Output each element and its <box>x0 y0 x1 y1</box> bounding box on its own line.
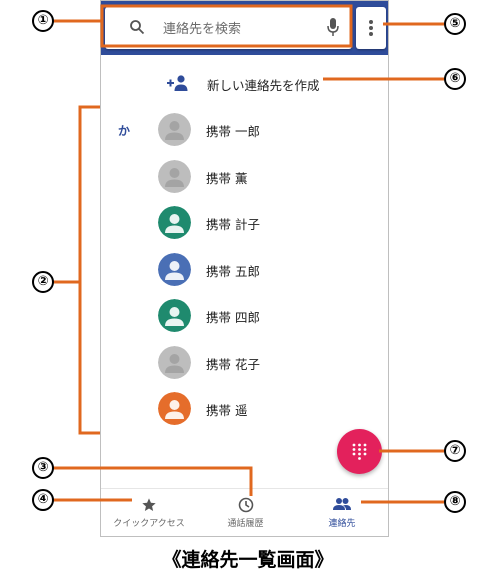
callout-7: ⑦ <box>444 440 466 462</box>
callout-3: ③ <box>32 457 54 479</box>
index-letter: か <box>118 124 131 138</box>
bottom-navigation: クイックアクセス 通話履歴 連絡先 <box>101 488 388 536</box>
person-icon <box>158 113 191 146</box>
contact-name: 携帯 五郎 <box>206 263 260 279</box>
avatar <box>158 392 191 425</box>
contact-name: 携帯 一郎 <box>206 124 260 139</box>
people-icon <box>333 498 351 510</box>
avatar <box>158 206 191 239</box>
contact-row[interactable]: 携帯 遥 <box>101 386 388 432</box>
contact-row[interactable]: 携帯 四郎 <box>101 293 388 339</box>
create-contact-row[interactable]: 新しい連絡先を作成 <box>101 65 388 103</box>
clock-icon <box>238 497 253 513</box>
avatar <box>158 299 191 332</box>
contact-row[interactable]: 携帯 計子 <box>101 200 388 246</box>
nav-label: 通話履歴 <box>227 519 264 529</box>
callout-5: ⑤ <box>444 13 466 35</box>
callout-8: ⑧ <box>444 491 466 513</box>
mic-icon[interactable] <box>326 17 340 37</box>
nav-contacts[interactable]: 連絡先 <box>294 489 388 536</box>
contact-row[interactable]: 携帯 五郎 <box>101 247 388 293</box>
add-person-icon <box>167 75 188 91</box>
dialpad-button[interactable] <box>337 429 382 474</box>
star-icon <box>142 498 156 511</box>
person-icon <box>158 159 191 193</box>
dot-icon <box>369 32 373 36</box>
dot-icon <box>369 26 373 30</box>
avatar <box>158 113 191 146</box>
search-bar[interactable]: 連絡先を検索 <box>105 7 352 49</box>
nav-call-history[interactable]: 通話履歴 <box>197 489 294 536</box>
search-icon <box>130 20 145 35</box>
person-icon <box>158 252 191 286</box>
screen-caption: 《連絡先一覧画面》 <box>162 549 334 571</box>
contact-name: 携帯 遥 <box>206 403 248 418</box>
person-icon <box>158 206 191 239</box>
avatar <box>158 159 191 193</box>
phone-screen: 連絡先を検索 新しい連絡先を作成 か 携帯 一郎携帯 薫携帯 計子携帯 五郎携帯… <box>100 0 389 537</box>
avatar <box>158 252 191 286</box>
nav-quick-access[interactable]: クイックアクセス <box>101 489 197 536</box>
top-app-bar: 連絡先を検索 <box>101 1 388 55</box>
list-bracket <box>78 105 100 435</box>
contact-row[interactable]: 携帯 花子 <box>101 340 388 386</box>
callout-6: ⑥ <box>444 68 466 90</box>
callout-2: ② <box>32 271 54 293</box>
person-icon <box>158 345 191 379</box>
create-contact-label: 新しい連絡先を作成 <box>207 78 320 93</box>
more-options-button[interactable] <box>356 7 386 49</box>
nav-label: クイックアクセス <box>113 519 185 529</box>
avatar <box>158 345 191 379</box>
person-icon <box>158 299 191 332</box>
contact-name: 携帯 薫 <box>206 170 248 186</box>
callout-1: ① <box>32 10 54 32</box>
contact-name: 携帯 四郎 <box>206 310 260 325</box>
contact-row[interactable]: 携帯 一郎 <box>101 107 388 153</box>
contact-row[interactable]: 携帯 薫 <box>101 154 388 200</box>
dot-icon <box>369 20 373 24</box>
contact-name: 携帯 計子 <box>206 217 260 232</box>
nav-label: 連絡先 <box>328 519 356 529</box>
search-placeholder: 連絡先を検索 <box>163 22 242 37</box>
person-icon <box>158 392 191 425</box>
callout-4: ④ <box>32 489 54 511</box>
contact-name: 携帯 花子 <box>206 356 260 372</box>
dialpad-icon <box>352 443 367 460</box>
